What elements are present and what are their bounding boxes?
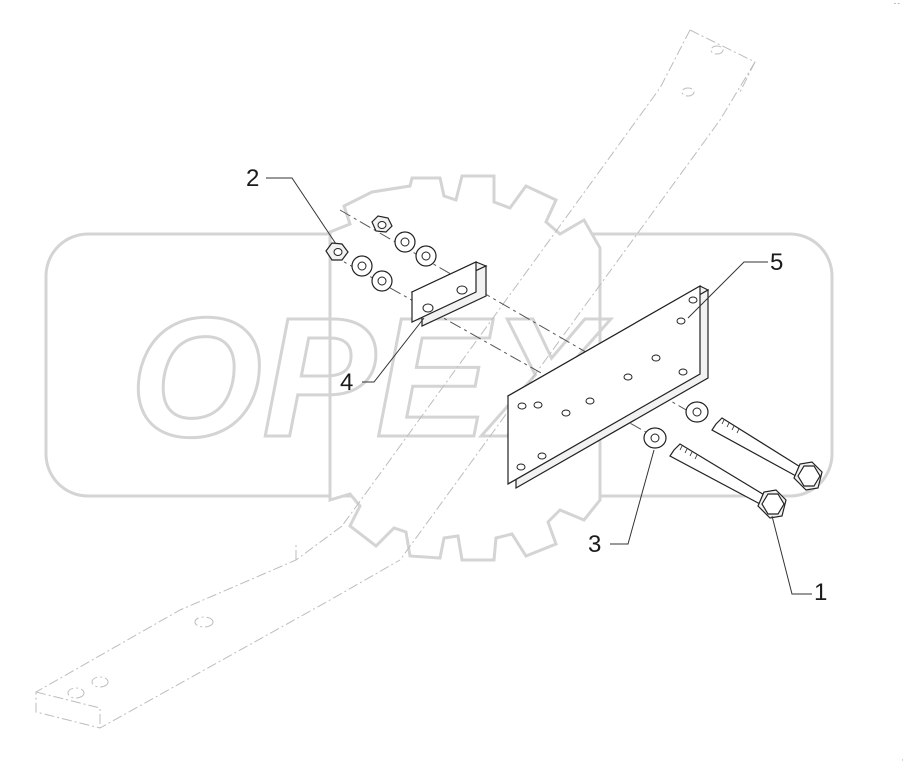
part-5-plate (506, 284, 710, 490)
corner-mark-bottom-right: ‚ (902, 756, 903, 762)
corner-mark-top-right: ˆ ˆ (894, 4, 900, 10)
part-4-spacer-block (410, 261, 488, 327)
bolt-lower (669, 443, 787, 519)
nut (325, 242, 349, 261)
washer (394, 231, 416, 253)
callout-label-1: 1 (814, 579, 827, 606)
plate-holes (516, 296, 698, 471)
washer (685, 401, 709, 423)
washer (371, 270, 393, 292)
washer (643, 427, 667, 449)
callout-1: 1 (771, 515, 827, 606)
callout-label-2: 2 (246, 165, 259, 192)
callout-label-4: 4 (340, 369, 353, 396)
frame-phantom-outline (35, 29, 756, 729)
callout-3: 3 (588, 449, 655, 558)
callout-label-5: 5 (770, 249, 783, 276)
watermark-logo: OPEX (44, 174, 834, 562)
callout-label-3: 3 (588, 531, 601, 558)
callout-5: 5 (687, 249, 783, 319)
part-1-bolts (669, 417, 823, 519)
callout-2: 2 (246, 165, 337, 245)
bolt-upper (711, 417, 823, 491)
washer (351, 255, 373, 277)
part-2-nuts-washers (325, 215, 437, 292)
callout-4: 4 (340, 317, 425, 396)
part-3-washers (643, 401, 709, 449)
nut (371, 215, 393, 233)
washer (415, 245, 437, 267)
